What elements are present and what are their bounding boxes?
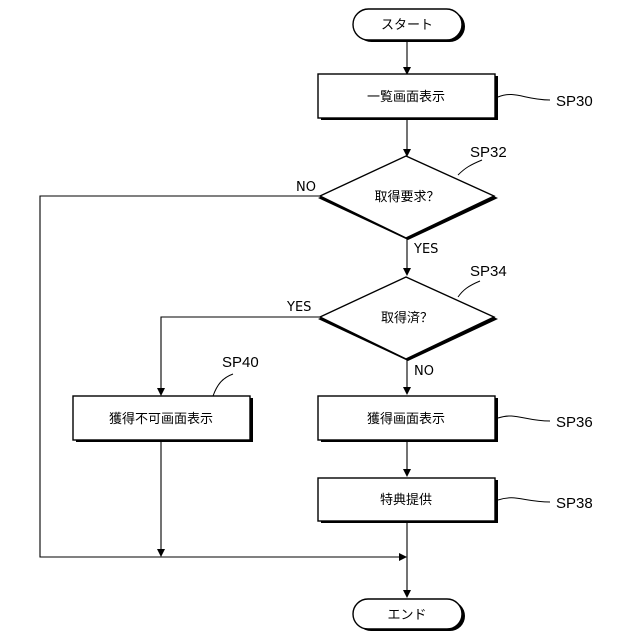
ref-sp30: SP30: [556, 93, 593, 110]
ref-sp34: SP34: [470, 263, 507, 280]
decision-sp34: 取得済？: [318, 277, 498, 361]
ref-sp38: SP38: [556, 495, 593, 512]
process-sp38: 特典提供: [318, 478, 498, 523]
arrowhead: [157, 388, 165, 396]
process-sp40-label: 獲得不可画面表示: [109, 411, 213, 427]
leader-sp32: [458, 160, 482, 175]
leader-sp36: [498, 416, 550, 421]
arrowhead: [403, 387, 411, 395]
label-sp34-yes: YES: [286, 300, 311, 315]
end-label: エンド: [387, 608, 426, 623]
leader-sp30: [498, 95, 550, 100]
start-label: スタート: [381, 18, 433, 33]
ref-sp40: SP40: [222, 354, 259, 371]
label-sp32-no: NO: [296, 180, 316, 195]
label-sp34-no: NO: [414, 364, 434, 379]
leader-sp38: [498, 498, 550, 502]
leader-sp40: [213, 374, 233, 396]
decision-sp32: 取得要求？: [318, 156, 498, 240]
arrowhead: [399, 553, 407, 561]
process-sp30: 一覧画面表示: [318, 74, 498, 120]
process-sp40: 獲得不可画面表示: [73, 396, 253, 442]
arrowhead: [157, 549, 165, 557]
arrowhead: [403, 469, 411, 477]
process-sp36-label: 獲得画面表示: [367, 411, 445, 427]
decision-sp32-label: 取得要求？: [374, 189, 439, 205]
process-sp36: 獲得画面表示: [318, 396, 498, 442]
end-terminal: エンド: [353, 599, 465, 631]
arrowhead: [403, 590, 411, 598]
start-terminal: スタート: [353, 9, 465, 42]
process-sp30-label: 一覧画面表示: [367, 89, 445, 105]
leader-sp34: [458, 281, 480, 297]
arrowhead: [403, 268, 411, 276]
process-sp38-label: 特典提供: [380, 492, 432, 508]
label-sp32-yes: YES: [413, 242, 438, 257]
decision-sp34-label: 取得済？: [381, 310, 433, 326]
ref-sp32: SP32: [470, 144, 507, 161]
ref-sp36: SP36: [556, 414, 593, 431]
